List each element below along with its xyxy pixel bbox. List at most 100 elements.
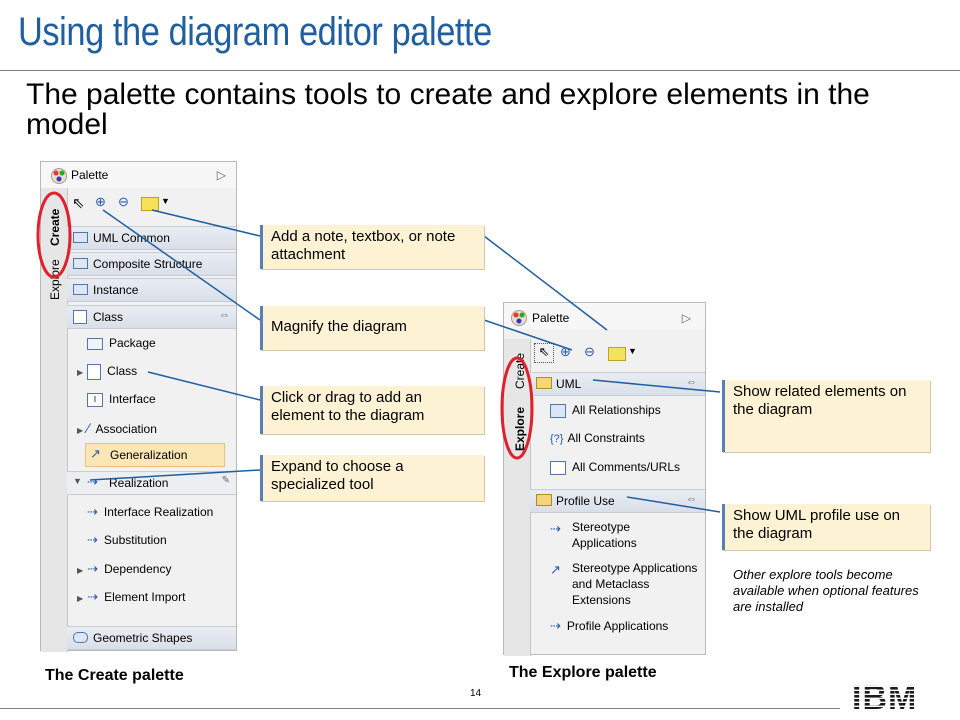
palette-icon	[51, 168, 67, 184]
slide-subtitle: The palette contains tools to create and…	[26, 78, 870, 141]
select-tool-icon[interactable]: ⇖	[72, 195, 85, 212]
tool-stereotype-applications[interactable]: ⇢Stereotype Applications	[550, 519, 700, 551]
explore-palette-header: Palette ▷	[504, 303, 705, 329]
comments-icon	[550, 460, 566, 475]
drawer-geometric-shapes[interactable]: Geometric Shapes	[67, 626, 236, 650]
expand-arrow-icon[interactable]: ▶	[77, 594, 84, 603]
class-icon	[87, 364, 102, 380]
drawer-uml[interactable]: UML ⇔	[530, 372, 705, 396]
drawer-label: Profile Use	[556, 494, 615, 508]
ibm-logo: IBM	[852, 679, 917, 713]
collapse-arrow-icon[interactable]: ▼	[73, 476, 82, 486]
folder-open-icon	[536, 494, 552, 506]
tool-all-constraints[interactable]: {?}All Constraints	[550, 431, 645, 445]
tool-all-comments[interactable]: All Comments/URLs	[550, 460, 680, 475]
drawer-profile-use[interactable]: Profile Use ⇔	[530, 489, 705, 513]
drawer-class[interactable]: Class ⇔	[67, 305, 236, 329]
metaclass-extension-icon: ↗	[550, 562, 561, 577]
tool-label: Dependency	[104, 562, 172, 576]
pin-drawer-icon[interactable]: ⇔	[686, 376, 697, 388]
substitution-icon: ⇢	[87, 532, 98, 547]
drawer-instance[interactable]: Instance	[67, 278, 236, 302]
drawer-composite-structure[interactable]: Composite Structure	[67, 252, 236, 276]
explore-palette-title: Palette	[532, 311, 570, 325]
profile-application-icon: ⇢	[550, 618, 561, 633]
package-icon	[87, 337, 103, 350]
tool-class[interactable]: ▶ Class	[77, 364, 137, 380]
tool-generalization[interactable]: ↗Generalization	[85, 443, 225, 467]
tool-element-import[interactable]: ▶⇢ Element Import	[77, 589, 185, 605]
expand-arrow-icon[interactable]: ▶	[77, 368, 84, 378]
tool-label: All Comments/URLs	[572, 460, 681, 474]
tool-label: Package	[109, 336, 156, 350]
tab-explore[interactable]: Explore	[48, 259, 62, 300]
tool-label: Element Import	[104, 590, 186, 604]
zoom-in-icon[interactable]: ⊕	[95, 194, 106, 209]
create-palette-title: Palette	[71, 168, 109, 182]
drawer-label: UML	[556, 377, 582, 391]
tab-explore[interactable]: Explore	[513, 406, 527, 451]
note-tool-dropdown-icon[interactable]: ▼	[628, 346, 637, 356]
expand-arrow-icon[interactable]: ▶	[77, 566, 84, 575]
create-palette-caption: The Create palette	[45, 667, 184, 684]
svg-text:IBM: IBM	[852, 679, 917, 713]
tool-interface-realization[interactable]: ⇢Interface Realization	[87, 504, 213, 520]
dependency-icon: ⇢	[87, 561, 99, 576]
callout-expand: Expand to choose a specialized tool	[260, 455, 484, 501]
expand-arrow-icon[interactable]: ▶	[77, 426, 84, 435]
relationships-icon	[550, 403, 566, 418]
title-divider	[0, 70, 960, 71]
create-palette-header: Palette ▷	[41, 162, 236, 188]
tool-dependency[interactable]: ▶⇢ Dependency	[77, 561, 171, 577]
create-palette: Palette ▷ Create Explore ⇖ ⊕ ⊖ ▼ UML Com…	[40, 161, 237, 652]
instance-icon	[73, 284, 88, 295]
tool-stereotype-metaclass[interactable]: ↗Stereotype Applications and Metaclass E…	[550, 560, 700, 608]
constraints-icon: {?}	[550, 433, 564, 445]
tab-create[interactable]: Create	[513, 352, 527, 389]
tool-association[interactable]: ▶∕Association	[77, 420, 157, 436]
tool-package[interactable]: Package	[87, 336, 156, 350]
zoom-out-icon[interactable]: ⊖	[584, 344, 595, 359]
drawer-label: Composite Structure	[93, 257, 203, 271]
collapse-palette-icon[interactable]: ▷	[681, 311, 691, 325]
tool-label: All Relationships	[572, 403, 661, 417]
page-number: 14	[470, 688, 482, 699]
association-icon: ∕	[87, 420, 90, 436]
pin-icon[interactable]: ✎	[221, 475, 230, 486]
tool-label: Generalization	[110, 448, 188, 462]
folder-open-icon	[536, 377, 552, 389]
note-tool-icon[interactable]	[141, 197, 159, 211]
tab-create[interactable]: Create	[48, 208, 62, 246]
tool-label: All Constraints	[567, 431, 645, 445]
explore-palette-toolbar: ⇖ ⊕ ⊖ ▼	[532, 343, 702, 365]
realization-icon: ⇢	[87, 474, 98, 489]
tool-label: Class	[107, 364, 138, 379]
drawer-uml-common[interactable]: UML Common	[67, 226, 236, 250]
drawer-label: Geometric Shapes	[93, 631, 193, 645]
note-tool-dropdown-icon[interactable]: ▼	[161, 196, 170, 206]
tool-substitution[interactable]: ⇢Substitution	[87, 532, 167, 548]
footer-divider	[0, 708, 840, 709]
explore-palette-caption: The Explore palette	[509, 664, 657, 681]
collapse-palette-icon[interactable]: ▷	[216, 168, 226, 182]
tool-all-relationships[interactable]: All Relationships	[550, 403, 661, 418]
tool-label: Interface Realization	[103, 505, 214, 519]
uml-common-icon	[73, 232, 88, 243]
element-import-icon: ⇢	[87, 589, 99, 604]
pin-drawer-icon[interactable]: ⇔	[686, 493, 697, 505]
note-tool-icon[interactable]	[608, 347, 626, 361]
callout-add-element: Click or drag to add an element to the d…	[260, 386, 484, 434]
zoom-out-icon[interactable]: ⊖	[118, 194, 129, 209]
pin-drawer-icon[interactable]: ⇔	[219, 309, 230, 321]
zoom-in-icon[interactable]: ⊕	[560, 344, 571, 359]
tool-label: Interface	[109, 392, 156, 406]
callout-profile: Show UML profile use on the diagram	[722, 504, 930, 550]
interface-icon: I	[87, 392, 103, 407]
drawer-realization[interactable]: ▼ ⇢ Realization ✎	[67, 471, 236, 495]
tool-profile-applications[interactable]: ⇢Profile Applications	[550, 618, 668, 634]
create-palette-toolbar: ⇖ ⊕ ⊖ ▼	[68, 192, 236, 216]
select-tool-icon[interactable]: ⇖	[534, 343, 554, 363]
tool-interface[interactable]: I Interface	[87, 392, 156, 407]
optional-tools-note: Other explore tools become available whe…	[733, 567, 919, 614]
callout-note: Add a note, textbox, or note attachment	[260, 225, 484, 269]
